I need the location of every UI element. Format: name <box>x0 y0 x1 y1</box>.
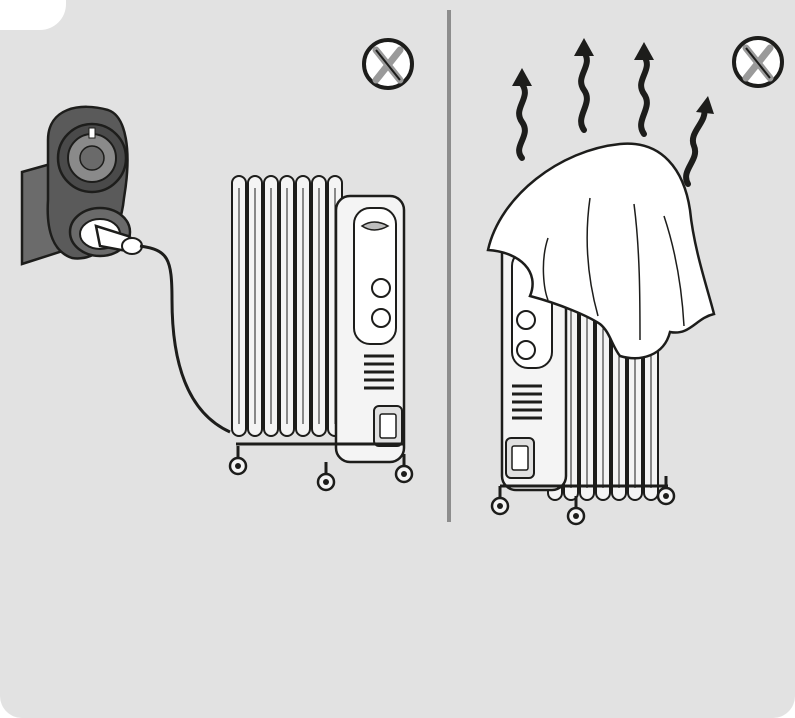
prohibited-x-icon <box>364 40 412 88</box>
prohibited-x-icon <box>734 38 782 86</box>
oil-heater-left <box>230 176 412 490</box>
heat-arrowheads <box>512 38 714 114</box>
power-cord <box>140 246 230 432</box>
